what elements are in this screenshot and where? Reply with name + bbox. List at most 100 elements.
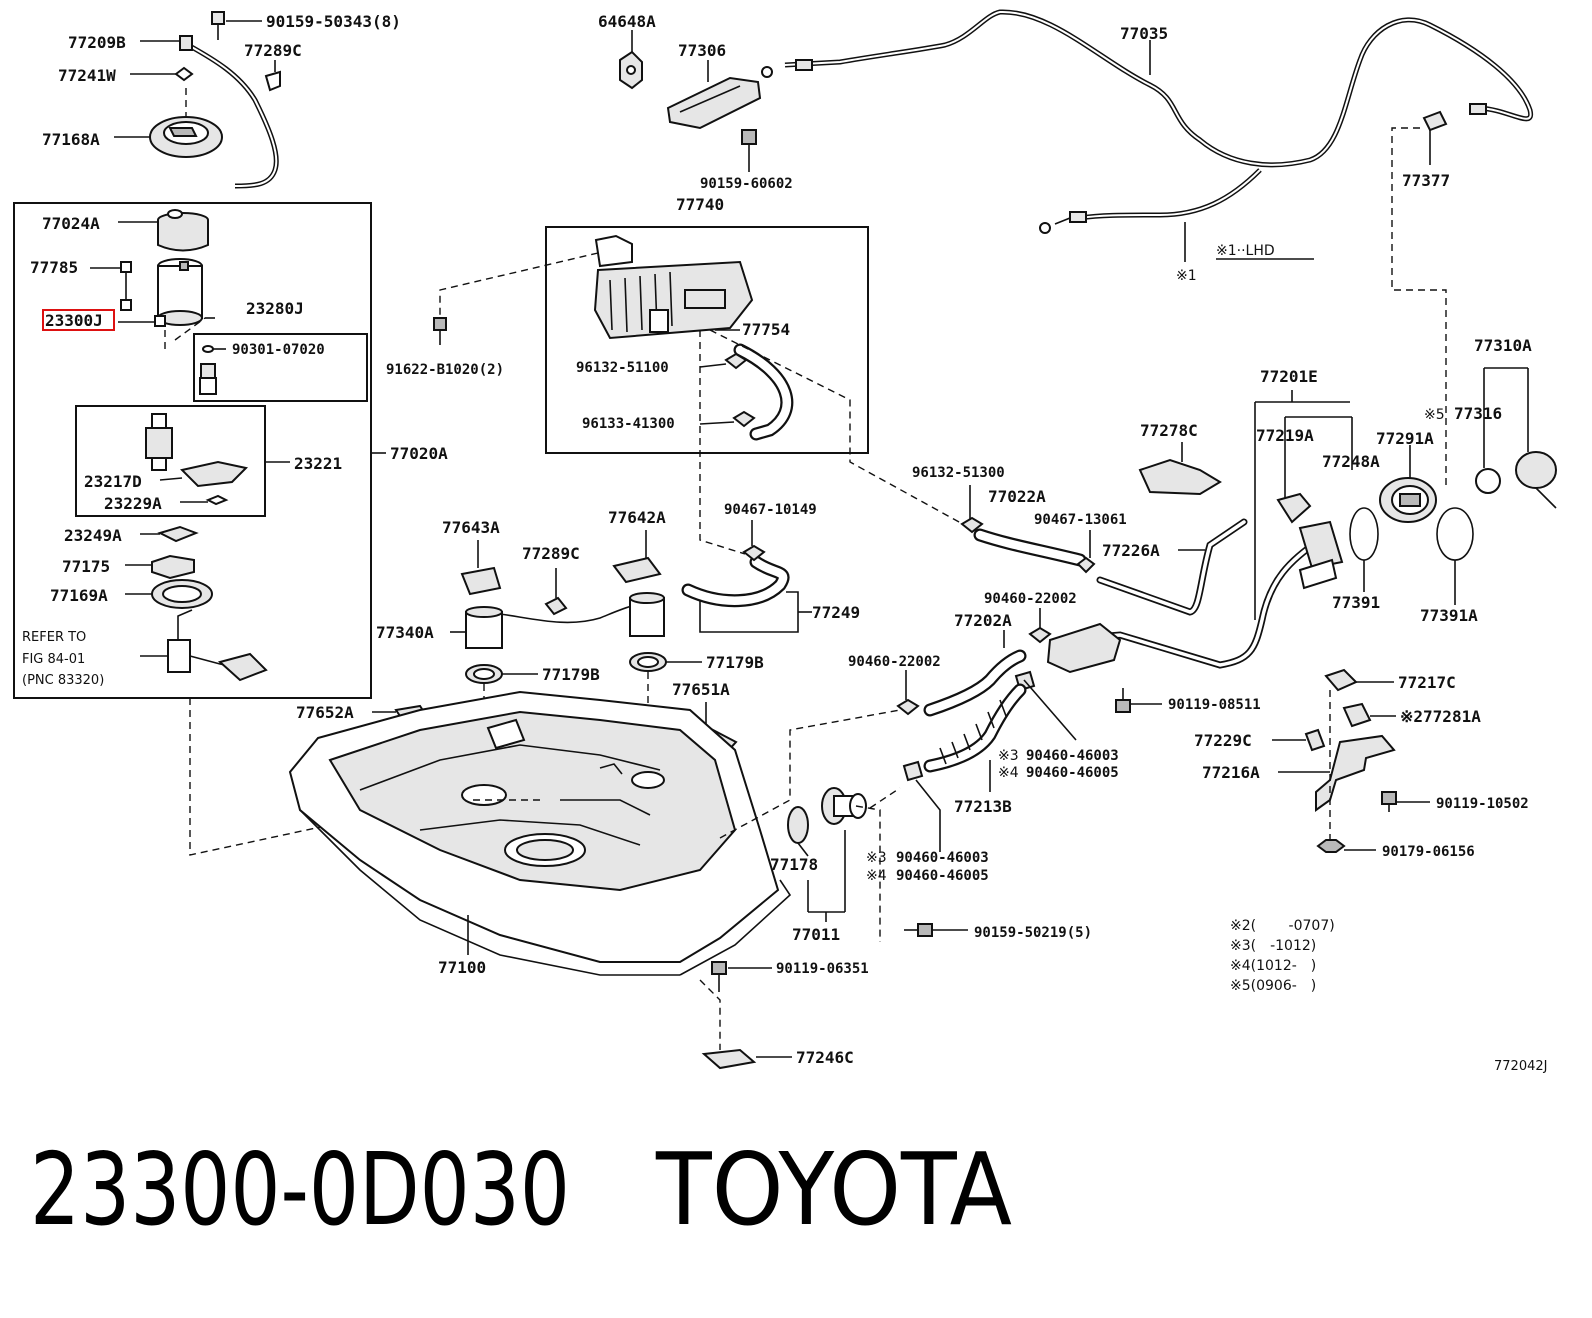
label-23229A: 23229A (104, 494, 162, 513)
hose-77202A-icon (923, 649, 1027, 717)
note-4: ※4(1012- ) (1230, 958, 1316, 974)
label-90159-50219: 90159-50219(5) (974, 925, 1092, 941)
label-96132-51300: 96132-51300 (912, 465, 1005, 481)
canister-bracket-icon (619, 50, 643, 90)
gasket-small-icon (205, 494, 229, 506)
hose-clip-icon (724, 352, 756, 428)
evap-hose-icon (960, 516, 1096, 574)
label-77179B-b: 77179B (706, 653, 764, 672)
fuel-filter-box (75, 405, 266, 517)
label-77246C: 77246C (796, 1048, 854, 1067)
sender-gauge-icon (167, 609, 268, 682)
label-77213B: 77213B (954, 797, 1012, 816)
label-77020A: 77020A (390, 444, 448, 463)
clip-icon (174, 35, 281, 92)
label-90179-06156: 90179-06156 (1382, 844, 1475, 860)
mark-3-a: ※3 (998, 748, 1019, 764)
label-77340A: 77340A (376, 623, 434, 642)
filler-neck-icon (1379, 477, 1437, 523)
gasket-77179B-icon (465, 652, 667, 684)
label-77643A: 77643A (442, 518, 500, 537)
label-77391A: 77391A (1420, 606, 1478, 625)
note-5: ※5(0906- ) (1230, 978, 1316, 994)
gasket-77178-icon (787, 806, 809, 844)
clamp-90460-46003-icon (902, 760, 924, 782)
diagram-code: 772042J (1494, 1059, 1547, 1074)
label-77175: 77175 (62, 557, 110, 576)
canister-bolt-icon (433, 317, 447, 345)
label-77310A: 77310A (1474, 336, 1532, 355)
label-77168A: 77168A (42, 130, 100, 149)
bracket-77643A-icon (460, 566, 502, 596)
note-lhd: ※1··LHD (1216, 243, 1275, 259)
bracket-77642A-icon (612, 556, 662, 584)
label-90467-10149: 90467-10149 (724, 502, 817, 518)
label-77785: 77785 (30, 258, 78, 277)
nut-90179-06156-icon (1316, 839, 1346, 853)
label-77740: 77740 (676, 195, 724, 214)
label-90159-50343: 90159-50343(8) (266, 12, 401, 31)
clamp-77217C-icon (1324, 668, 1358, 692)
pressure-regulator-box (193, 333, 368, 402)
label-23217D: 23217D (84, 472, 142, 491)
label-77391: 77391 (1332, 593, 1380, 612)
mark-5: ※5 (1424, 407, 1445, 423)
fuel-lid-cable (784, 9, 1534, 234)
refer-note-line1: REFER TO (22, 630, 86, 645)
label-77217C: 77217C (1398, 673, 1456, 692)
label-77024A: 77024A (42, 214, 100, 233)
fuel-pump-icon (154, 258, 203, 327)
label-77306: 77306 (678, 41, 726, 60)
canister-cover-icon (666, 76, 762, 130)
vent-hose-icon (733, 343, 794, 441)
screw-icon (741, 66, 773, 165)
label-90460-22002-a: 90460-22002 (984, 591, 1077, 607)
label-23300J: 23300J (45, 311, 103, 330)
label-77216A: 77216A (1202, 763, 1260, 782)
wire-harness-icon (120, 261, 132, 311)
label-90467-13061: 90467-13061 (1034, 512, 1127, 528)
fuel-pump-assembly-box (13, 202, 372, 699)
label-77289C-mid: 77289C (522, 544, 580, 563)
fuel-filter-icon (145, 413, 173, 471)
opener-icon (1422, 110, 1448, 132)
label-77011: 77011 (792, 925, 840, 944)
gasket-ring-icon (151, 579, 213, 609)
label-77209B: 77209B (68, 33, 126, 52)
charcoal-canister-box (545, 226, 869, 454)
hose-77249-icon (681, 544, 790, 608)
protector-77246C-icon (701, 1048, 757, 1070)
note-3: ※3( -1012) (1230, 938, 1316, 954)
bolt-90119-06351-icon (711, 961, 727, 992)
filler-pipe-icon (1056, 520, 1344, 669)
mark-1: ※1 (1176, 268, 1197, 284)
o-ring-icon (202, 345, 214, 353)
label-23221: 23221 (294, 454, 342, 473)
bolt-90119-10502-icon (1381, 791, 1397, 812)
fuel-cap-icon (1475, 451, 1557, 509)
label-77291A: 77291A (1376, 429, 1434, 448)
label-77651A: 77651A (672, 680, 730, 699)
filler-hose-77213B-icon (923, 683, 1027, 773)
mark-4-a: ※4 (998, 765, 1019, 781)
refer-note-line3: (PNC 83320) (22, 673, 104, 688)
hose-clamp-icon (896, 626, 1052, 716)
mark-3-b: ※3 (866, 850, 887, 866)
suction-plate-icon (157, 209, 209, 252)
clip-77229C-icon (1304, 728, 1326, 752)
label-77377: 77377 (1402, 171, 1450, 190)
label-77226A: 77226A (1102, 541, 1160, 560)
label-77219A: 77219A (1256, 426, 1314, 445)
label-90119-10502: 90119-10502 (1436, 796, 1529, 812)
breather-pipe-icon (1096, 518, 1248, 616)
bracket-77216A-icon (1315, 734, 1396, 812)
bolt-icon (211, 11, 225, 40)
label-23249A: 23249A (64, 526, 122, 545)
label-90119-08511: 90119-08511 (1168, 697, 1261, 713)
fuel-tank-icon (288, 690, 792, 976)
label-23280J: 23280J (246, 299, 304, 318)
label-90119-06351: 90119-06351 (776, 961, 869, 977)
label-90301-07020: 90301-07020 (232, 342, 325, 358)
label-77278C: 77278C (1140, 421, 1198, 440)
